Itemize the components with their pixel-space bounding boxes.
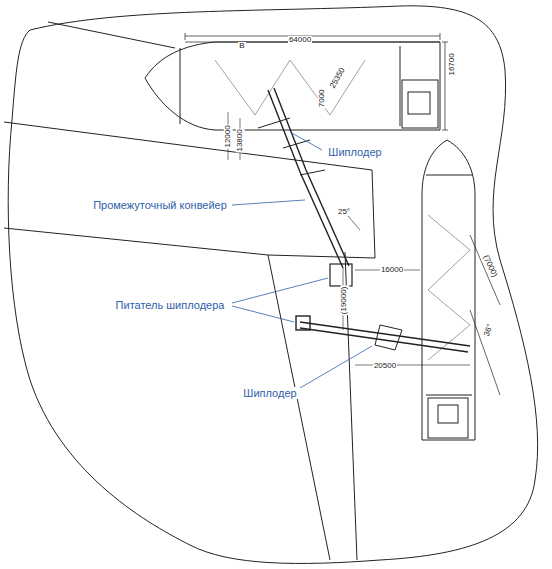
callout-label: Промежуточный конвейер bbox=[91, 199, 229, 211]
harbour-outline bbox=[8, 6, 537, 564]
dimension-lines bbox=[228, 112, 470, 365]
shiploader-lower bbox=[296, 316, 470, 352]
dimension-label: 25350 bbox=[328, 65, 348, 90]
dimension-label: 13800 bbox=[236, 128, 245, 152]
dimension-label: 16700 bbox=[448, 52, 457, 76]
leaders bbox=[232, 132, 372, 388]
pier-upper bbox=[4, 22, 375, 258]
callout-label: Шиплодер bbox=[326, 146, 383, 158]
ship-right bbox=[422, 140, 500, 440]
conveyor bbox=[258, 88, 352, 286]
dimension-label: 16000 bbox=[380, 266, 404, 275]
dimension-label: B bbox=[238, 42, 245, 51]
dimension-label: 20500 bbox=[373, 362, 397, 371]
callout-label: Питатель шиплодера bbox=[114, 299, 227, 311]
dimension-label: (19000) bbox=[341, 285, 350, 315]
dimension-label: 64000 bbox=[288, 36, 312, 45]
angle-label: 36° bbox=[482, 322, 495, 338]
callout-label: Шиплодер bbox=[241, 387, 298, 399]
ship-upper bbox=[145, 33, 448, 130]
pier-lower bbox=[268, 252, 357, 560]
dimension-label: 7000 bbox=[318, 88, 327, 108]
angle-label: 25° bbox=[337, 208, 351, 217]
dimension-label: 12000 bbox=[224, 124, 233, 148]
